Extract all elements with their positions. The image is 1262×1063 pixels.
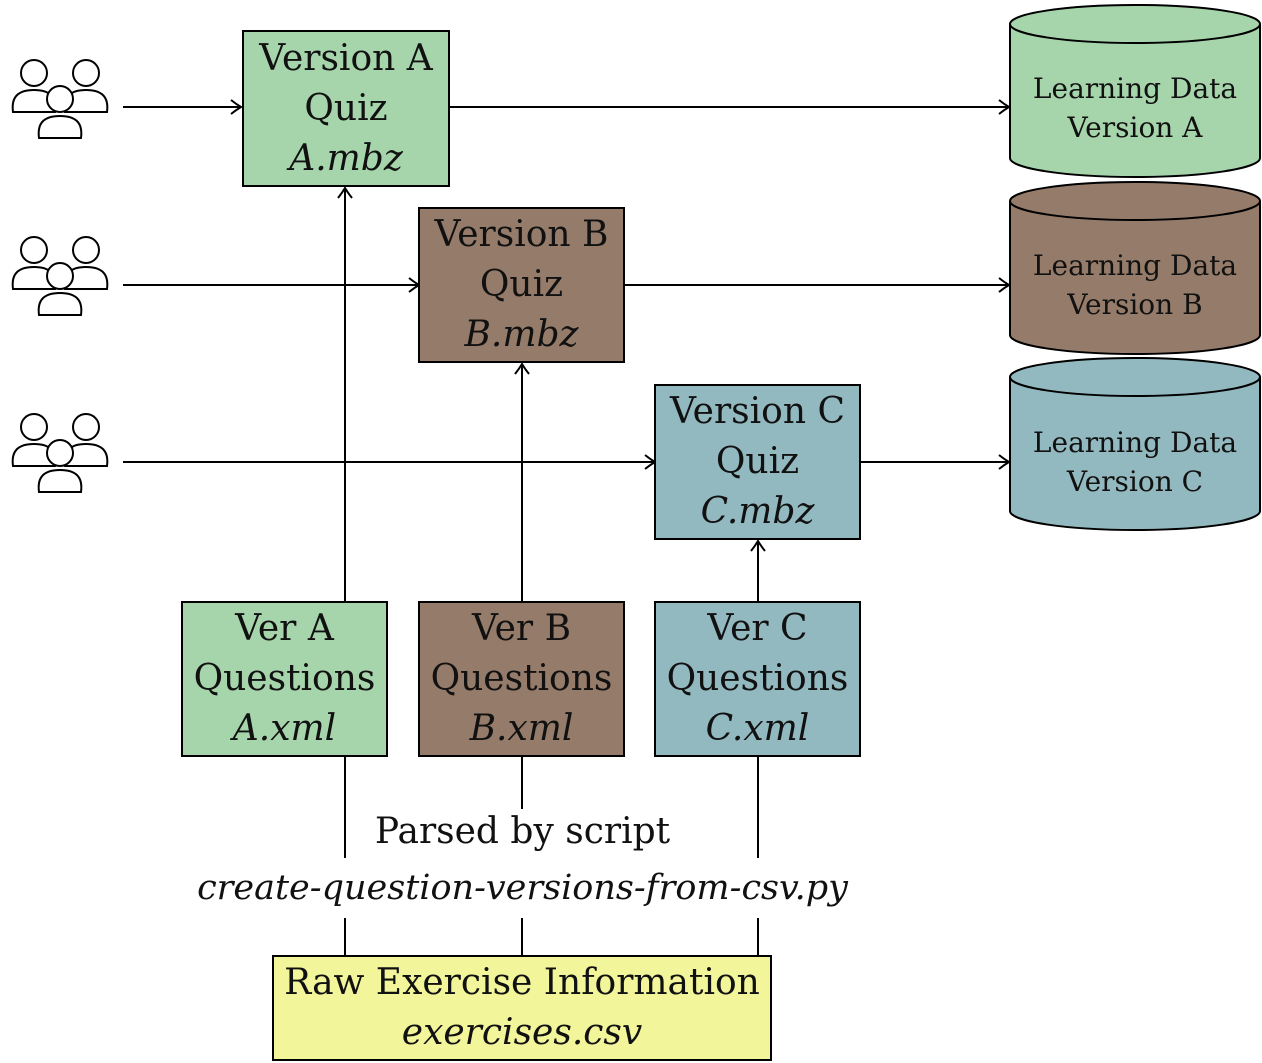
database-label-line1: Learning Data xyxy=(1032,248,1238,282)
quiz-box-a: Version A Quiz A.mbz xyxy=(242,30,450,187)
database-label-a: Learning Data Version A xyxy=(1010,50,1260,165)
database-cylinder-c xyxy=(1009,357,1261,531)
database-label-c: Learning Data Version C xyxy=(1010,404,1260,519)
questions-title: Ver A xyxy=(235,608,334,649)
users-group-icon xyxy=(13,237,108,315)
quiz-title: Version A xyxy=(259,37,433,79)
raw-exercise-box: Raw Exercise Information exercises.csv xyxy=(272,955,772,1061)
quiz-subtitle: Quiz xyxy=(479,264,564,305)
questions-title: Ver C xyxy=(707,608,808,649)
quiz-box-c: Version C Quiz C.mbz xyxy=(654,384,861,540)
questions-subtitle: Questions xyxy=(666,658,849,699)
users-group-icon xyxy=(13,414,108,492)
database-cylinder-b xyxy=(1009,181,1261,355)
database-label-line2: Version A xyxy=(1067,110,1203,144)
database-label-b: Learning Data Version B xyxy=(1010,227,1260,342)
parser-label: Parsed by script xyxy=(374,811,671,852)
questions-box-b: Ver B Questions B.xml xyxy=(418,601,625,757)
quiz-title: Version B xyxy=(434,214,609,255)
database-label-line2: Version C xyxy=(1066,464,1204,498)
quiz-box-b: Version B Quiz B.mbz xyxy=(418,207,625,363)
quiz-subtitle: Quiz xyxy=(304,87,388,129)
parser-script-name: create-question-versions-from-csv.py xyxy=(197,868,848,908)
questions-file: B.xml xyxy=(469,708,574,749)
raw-to-questions-lines xyxy=(344,757,759,955)
database-label-line2: Version B xyxy=(1067,287,1203,321)
raw-file: exercises.csv xyxy=(401,1012,643,1053)
quiz-file: A.mbz xyxy=(289,137,403,179)
questions-box-c: Ver C Questions C.xml xyxy=(654,601,861,757)
quiz-file: C.mbz xyxy=(700,491,815,532)
database-label-line1: Learning Data xyxy=(1032,71,1238,105)
questions-title: Ver B xyxy=(471,608,572,649)
database-label-line1: Learning Data xyxy=(1032,425,1238,459)
questions-file: A.xml xyxy=(232,708,337,749)
questions-box-a: Ver A Questions A.xml xyxy=(181,601,388,757)
questions-subtitle: Questions xyxy=(193,658,376,699)
questions-file: C.xml xyxy=(705,708,810,749)
users-group-icon xyxy=(13,60,108,138)
quiz-title: Version C xyxy=(669,391,846,432)
raw-title: Raw Exercise Information xyxy=(284,962,760,1003)
questions-subtitle: Questions xyxy=(430,658,613,699)
database-cylinder-a xyxy=(1009,4,1261,178)
quiz-file: B.mbz xyxy=(464,314,579,355)
quiz-subtitle: Quiz xyxy=(715,441,800,482)
